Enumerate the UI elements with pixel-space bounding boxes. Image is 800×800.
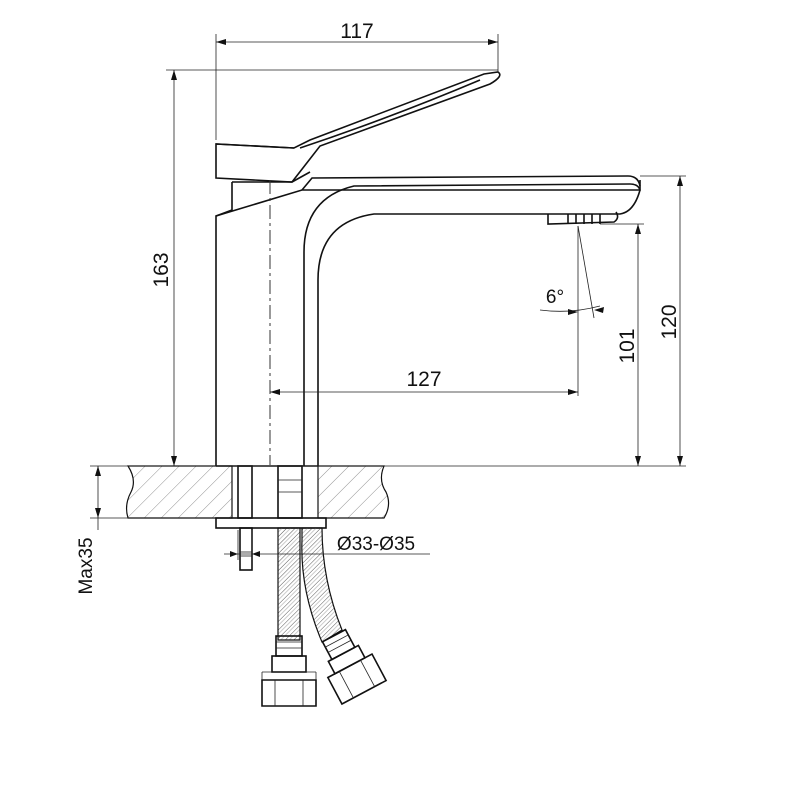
dimension-spout-angle: 6° bbox=[539, 225, 604, 319]
dimension-label-hole-diameter: Ø33-Ø35 bbox=[337, 534, 415, 555]
dimension-label-spout-reach: 127 bbox=[406, 368, 441, 391]
flex-hose-right bbox=[301, 527, 388, 706]
dimension-label-top-width: 117 bbox=[340, 20, 373, 43]
dimension-spout-reach: 127 bbox=[270, 226, 579, 396]
faucet-body bbox=[215, 175, 641, 467]
dimension-label-max-thickness: Max35 bbox=[76, 537, 97, 594]
flex-hose-left bbox=[261, 527, 317, 707]
dimension-spout-clearance: 101 bbox=[600, 223, 644, 466]
countertop bbox=[125, 465, 390, 519]
dimension-max-thickness: Max35 bbox=[76, 466, 101, 595]
dimension-label-spout-height: 120 bbox=[658, 304, 681, 339]
dimension-top-width: 117 bbox=[215, 20, 499, 140]
handle-lever bbox=[215, 71, 501, 217]
dimension-label-total-height: 163 bbox=[150, 252, 173, 287]
dimension-spout-height: 120 bbox=[640, 175, 686, 466]
dimension-hole-diameter: Ø33-Ø35 bbox=[224, 530, 430, 560]
dimension-total-height: 163 bbox=[150, 69, 498, 466]
dimension-label-spout-angle: 6° bbox=[546, 287, 564, 308]
dimension-label-spout-clearance: 101 bbox=[616, 328, 639, 363]
